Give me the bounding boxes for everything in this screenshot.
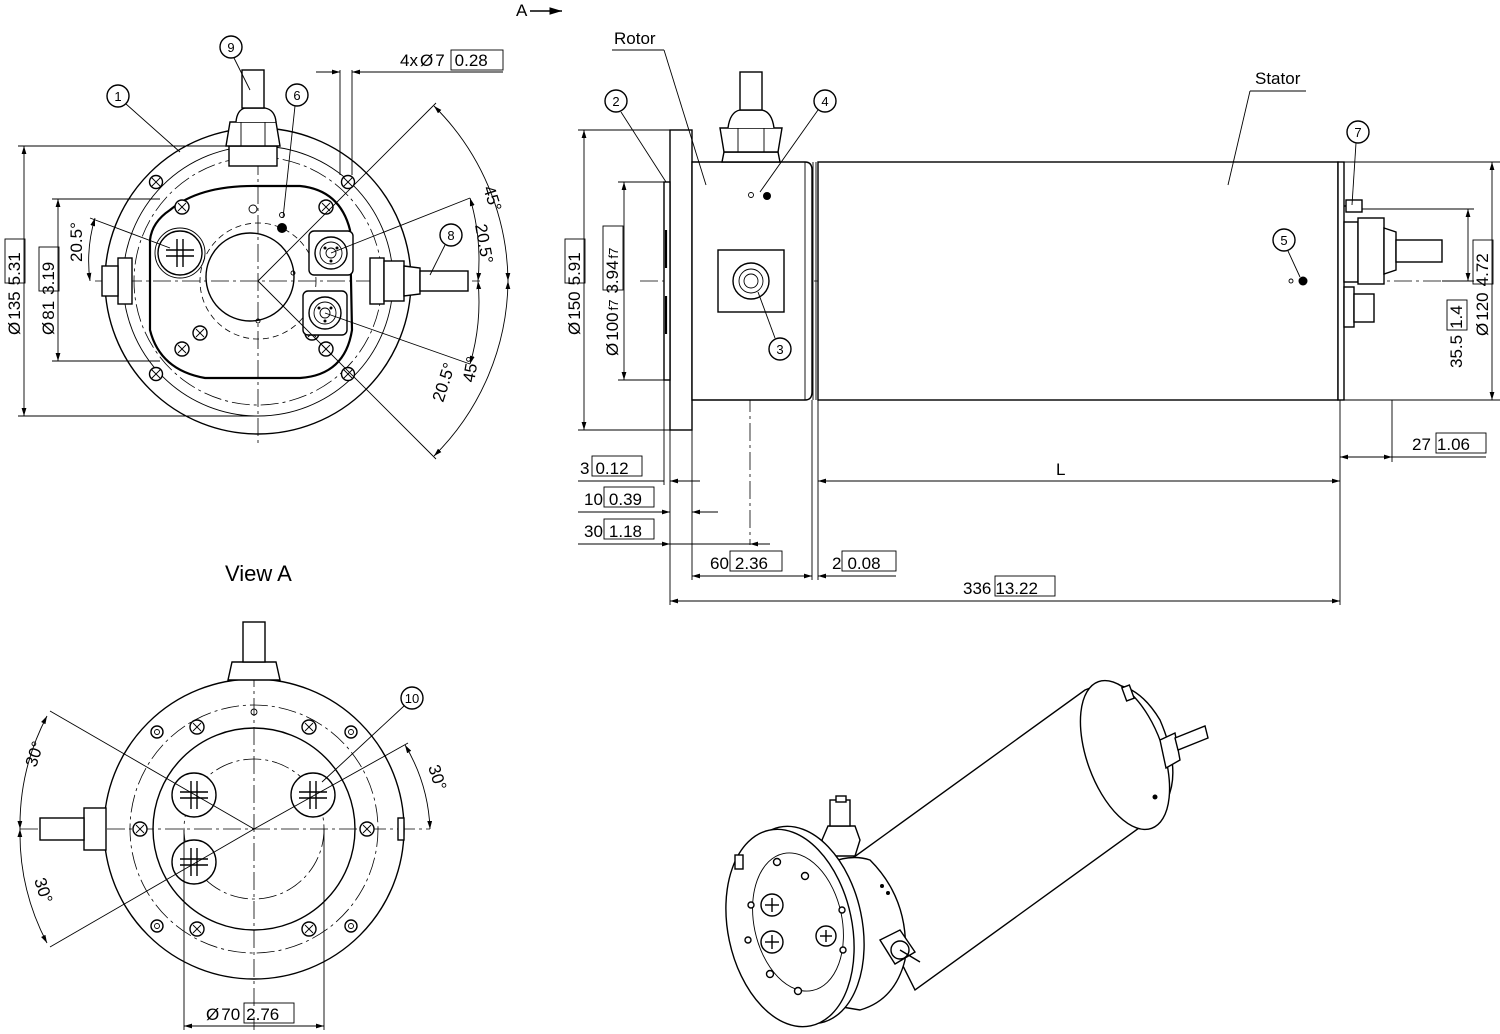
dim-d135: 135 — [5, 291, 24, 319]
view-arrow-a: A — [516, 1, 562, 20]
dim-ang45-bot: 45° — [459, 355, 482, 384]
dim-l60: 60 — [710, 554, 729, 573]
callout-4: 4 — [821, 94, 828, 109]
dim-d120: 120 — [1473, 292, 1492, 320]
svg-text:20.08: 20.08 — [832, 554, 881, 573]
dim-l336-in: 13.22 — [995, 579, 1038, 598]
dim-ang205-left: 20.5° — [67, 222, 86, 262]
callout-5: 5 — [1280, 233, 1287, 248]
dim-d70-in: 2.76 — [246, 1005, 279, 1024]
dim-l27: 27 — [1412, 435, 1431, 454]
svg-text:301.18: 301.18 — [584, 522, 642, 541]
dim-d100-tol: f7 — [606, 300, 621, 311]
dim-d135-sym: Ø — [5, 322, 24, 335]
svg-text:271.06: 271.06 — [1412, 435, 1470, 454]
dim-holes-sym: Ø — [420, 51, 433, 70]
front-bore — [205, 232, 295, 322]
dim-l10-in: 0.39 — [609, 490, 642, 509]
dim-ang30-right: 30° — [424, 762, 450, 792]
callout-9: 9 — [227, 40, 234, 55]
svg-text:100.39: 100.39 — [584, 490, 642, 509]
isometric-view — [725, 679, 1209, 1028]
dim-l2: 2 — [832, 554, 841, 573]
svg-text:Ø1355.31: Ø 135 5.31 — [5, 252, 24, 335]
dim-d150-in: 5.91 — [565, 252, 584, 285]
dim-d120-sym: Ø — [1473, 323, 1492, 336]
callout-7: 7 — [1354, 125, 1361, 140]
label-rotor: Rotor — [614, 29, 656, 48]
svg-text:Ø100f73.94f7: Ø100f73.94f7 — [603, 248, 622, 356]
dim-d150: 150 — [565, 291, 584, 319]
dim-l336: 336 — [963, 579, 991, 598]
dim-d150-sym: Ø — [565, 322, 584, 335]
dim-L: L — [1056, 460, 1065, 479]
dim-l60-in: 2.36 — [735, 554, 768, 573]
dim-l30-in: 1.18 — [609, 522, 642, 541]
stator-body — [817, 161, 1339, 401]
svg-text:Ø1505.91: Ø 150 5.91 — [565, 252, 584, 335]
callout-3: 3 — [776, 342, 783, 357]
dim-d100-in: 3.94 — [603, 260, 622, 293]
view-a-title: View A — [225, 561, 292, 586]
rotor-flange — [669, 129, 693, 431]
side-view: Ø1505.91 Ø100f73.94f7 Ø1204.72 35.51.4 2 — [564, 29, 1500, 605]
callout-6: 6 — [293, 88, 300, 103]
svg-text:30.12: 30.12 — [580, 459, 629, 478]
dim-l3-in: 0.12 — [595, 459, 628, 478]
svg-text:35.51.4: 35.5 1.4 — [1447, 305, 1466, 368]
dim-ang30-left-bot: 30° — [30, 875, 56, 905]
dim-l27-in: 1.06 — [1437, 435, 1470, 454]
callout-2: 2 — [612, 94, 619, 109]
dim-h35: 35.5 — [1447, 335, 1466, 368]
dim-d70: 70 — [221, 1005, 240, 1024]
dim-l2-in: 0.08 — [847, 554, 880, 573]
dim-d81-in: 3.19 — [39, 262, 58, 295]
svg-text:Ø813.19: Ø 81 3.19 — [39, 262, 58, 335]
dim-l3: 3 — [580, 459, 589, 478]
dim-holes-in: 0.28 — [455, 51, 488, 70]
dim-d81: 81 — [39, 301, 58, 320]
dim-d81-sym: Ø — [39, 322, 58, 335]
dim-holes-dia: 7 — [435, 51, 444, 70]
view-arrow-label: A — [516, 1, 528, 20]
svg-text:Ø1204.72: Ø 120 4.72 — [1473, 253, 1492, 336]
label-stator: Stator — [1255, 69, 1301, 88]
front-cover-plate — [148, 184, 354, 380]
dim-ang205-bot: 20.5° — [429, 360, 459, 404]
dim-l10: 10 — [584, 490, 603, 509]
dim-ang45-top: 45° — [479, 183, 505, 213]
dim-d120-in: 4.72 — [1473, 253, 1492, 286]
dim-holes-prefix: 4x — [400, 51, 418, 70]
callout-10: 10 — [405, 691, 419, 706]
dim-l30: 30 — [584, 522, 603, 541]
dim-d70-sym: Ø — [206, 1005, 219, 1024]
callout-1: 1 — [114, 89, 121, 104]
dim-d100-in-tol: f7 — [606, 248, 621, 259]
svg-text:602.36: 602.36 — [710, 554, 768, 573]
dim-ang30-left-top: 30° — [22, 739, 48, 769]
dim-ang205-top: 20.5° — [471, 222, 497, 265]
view-a: View A — [17, 561, 450, 1030]
callout-8: 8 — [447, 228, 454, 243]
dim-d135-in: 5.31 — [5, 252, 24, 285]
dim-d100: 100 — [603, 312, 622, 340]
dim-d100-sym: Ø — [603, 343, 622, 356]
dim-h35-in: 1.4 — [1447, 305, 1466, 329]
